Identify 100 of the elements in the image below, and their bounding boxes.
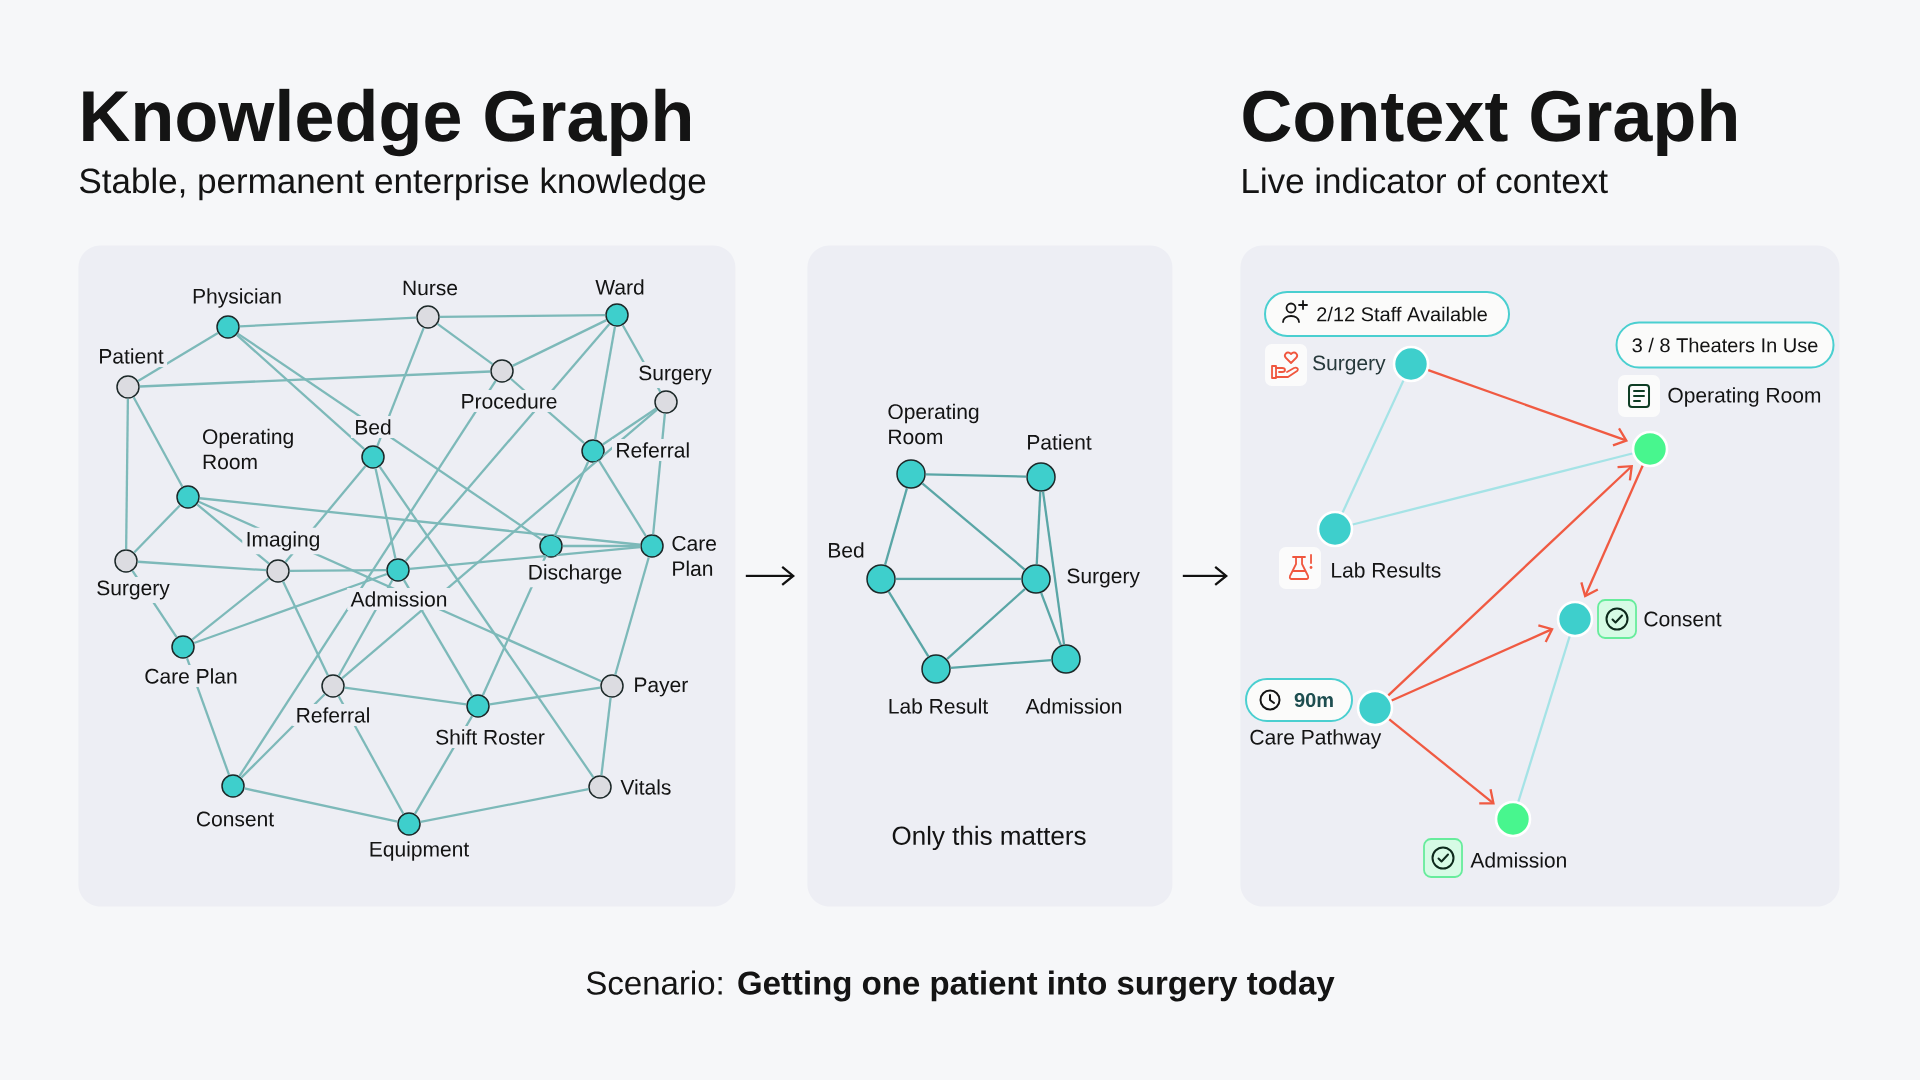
connector-line — [191, 577, 270, 641]
caption: Scenario: Getting one patient into surgery today — [586, 970, 1335, 1002]
arrow — [1387, 464, 1634, 697]
node-label: Patient — [100, 348, 164, 364]
connector-line — [239, 316, 417, 328]
node-label: Payer — [635, 677, 688, 697]
connector-line — [374, 468, 397, 559]
connector-line — [244, 787, 398, 823]
connector-line — [137, 332, 219, 382]
node-label: Referral — [617, 442, 689, 458]
connector-line — [1517, 636, 1571, 802]
connector-line — [240, 693, 326, 779]
connector-line — [489, 686, 601, 706]
connector-line — [133, 504, 181, 554]
connector-line — [614, 557, 650, 675]
node-label: Vitals — [620, 779, 671, 795]
arrow — [1391, 624, 1554, 702]
connector-line — [1035, 491, 1042, 565]
connector-line — [439, 313, 606, 318]
connector-line — [199, 497, 641, 546]
connector-line — [600, 697, 612, 776]
connector-line — [404, 323, 611, 562]
node-label: Procedure — [462, 393, 557, 409]
node-label: Patient — [1028, 434, 1092, 450]
connector-line — [238, 380, 497, 777]
connector-line — [193, 572, 388, 645]
status-pill: 3 / 8 Theaters In Use — [1615, 321, 1835, 369]
connector-line — [512, 319, 607, 367]
node-label: Physician — [193, 288, 281, 308]
connector-line — [196, 503, 270, 565]
connector-line — [139, 370, 491, 388]
connector-line — [895, 577, 1022, 581]
connector-line — [344, 686, 467, 706]
connector-line — [341, 408, 658, 680]
connector-line — [284, 465, 367, 563]
connector-line — [125, 398, 130, 550]
subtitle: Live indicator of context — [1243, 167, 1608, 194]
node-label: Ward — [595, 279, 644, 295]
connector-line — [237, 332, 542, 541]
node-label: Surgery — [97, 580, 170, 600]
connector-line — [562, 544, 641, 548]
node-label: Equipment — [370, 841, 470, 861]
arrow — [745, 566, 795, 586]
node-label: Referral — [297, 707, 369, 723]
connector-line — [409, 545, 641, 571]
node-label: Care Plan — [672, 536, 716, 577]
arrow — [1182, 566, 1228, 586]
connector-line — [137, 560, 267, 572]
node-label: Operating Room — [1668, 387, 1821, 407]
connector-line — [602, 407, 657, 446]
node-label: Discharge — [529, 564, 622, 584]
connector-line — [946, 588, 1026, 660]
connector-line — [1041, 491, 1066, 645]
connector-line — [1352, 452, 1633, 526]
node-label: Surgery — [639, 365, 712, 385]
connector-line — [1341, 380, 1405, 513]
node-label: Surgery — [1313, 355, 1386, 375]
arrow — [1580, 465, 1644, 598]
arrow — [1388, 718, 1495, 805]
subtitle: Stable, permanent enterprise knowledge — [80, 167, 706, 201]
connector-line — [481, 461, 590, 696]
connector-line — [337, 695, 405, 815]
connector-line — [1040, 592, 1062, 646]
panel-note: Only this matters — [892, 825, 1086, 851]
connector-line — [402, 579, 474, 697]
node-label: Consent — [1644, 611, 1722, 627]
node-label: Operating Room — [203, 428, 293, 470]
node-label: Admission — [350, 591, 447, 607]
connector-line — [887, 591, 930, 657]
connector-line — [510, 377, 585, 445]
connector-line — [289, 568, 387, 573]
node-label: Lab Results — [1332, 562, 1441, 578]
connector-line — [198, 500, 602, 683]
connector-line — [950, 658, 1052, 669]
arrow — [1427, 369, 1629, 447]
connector-line — [598, 460, 647, 537]
heading: Knowledge Graph — [83, 88, 690, 157]
node-label: Bed — [356, 419, 391, 435]
node-label: Nurse — [403, 280, 458, 296]
node-label: Bed — [829, 542, 864, 558]
connector-line — [413, 715, 474, 815]
status-pill: 2/12 Staff Available — [1264, 291, 1510, 337]
node-label: Care Pathway — [1250, 729, 1382, 749]
heading: Context Graph — [1243, 88, 1736, 156]
connector-line — [436, 323, 494, 365]
node-label: Consent — [196, 811, 274, 827]
node-label: Lab Result — [889, 698, 988, 714]
connector-line — [185, 657, 231, 776]
node-label: Operating Room — [888, 403, 979, 445]
connector-line — [378, 466, 595, 778]
connector-line — [420, 788, 589, 823]
node-label: Imaging — [247, 531, 319, 551]
node-label: Shift Roster — [436, 729, 545, 745]
connector-line — [925, 473, 1027, 478]
connector-line — [621, 324, 662, 393]
connector-line — [652, 413, 667, 535]
connector-line — [337, 579, 394, 677]
connector-line — [131, 570, 178, 638]
node-label: Surgery — [1067, 568, 1140, 588]
node-label: Admission — [1470, 852, 1566, 868]
